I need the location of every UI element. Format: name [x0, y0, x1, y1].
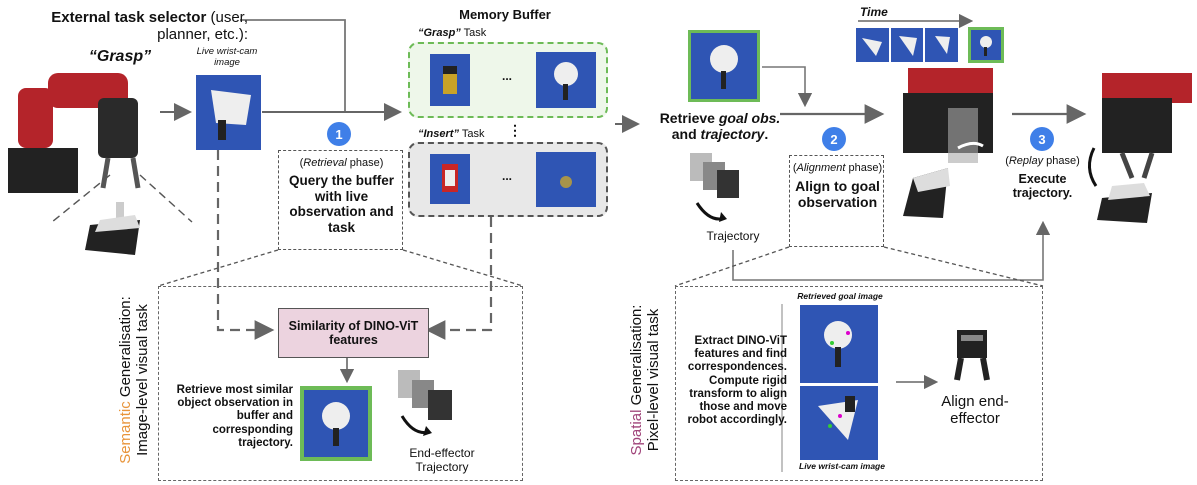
- funnel-line-right-2: [883, 246, 1044, 287]
- retrieval-phase-name: Retrieval: [303, 157, 347, 169]
- alignment-phase-text: Align to goal observation: [795, 178, 880, 211]
- robot-arm-image-1: [8, 68, 168, 198]
- grasp-ellipsis: ...: [502, 69, 513, 83]
- ee-trajectory-label: End-effector Trajectory: [409, 446, 475, 474]
- align-end-effector-label: Align end-effector: [941, 393, 1009, 428]
- insert-task-word: Task: [458, 128, 485, 140]
- retrieval-phase-title: (Retrieval phase): [299, 157, 384, 169]
- dashed-cam-to-similarity: [216, 150, 275, 340]
- alignment-phase-word: phase): [845, 162, 883, 174]
- spatial-text: Extract DINO-ViT features and find corre…: [687, 335, 787, 427]
- time-frame-goal: [968, 27, 1004, 63]
- alignment-phase-box: (Alignment phase) Align to goal observat…: [789, 155, 884, 247]
- semantic-retrieve-text: Retrieve most similar object observation…: [176, 384, 293, 449]
- spatial-title-line1: Spatial Generalisation:: [628, 285, 645, 475]
- retrieve-and: and: [671, 126, 701, 143]
- goal-line: [762, 66, 813, 108]
- semantic-title-line1: Semantic Generalisation:: [117, 285, 134, 475]
- grasp-task-label: “Grasp” Task: [418, 27, 486, 40]
- live-wristcam-label-spatial: Live wrist-cam image: [799, 461, 885, 471]
- replay-phase-name: Replay: [1008, 155, 1044, 167]
- robot-arm-image-2: [888, 68, 1013, 228]
- time-frame-3: [925, 28, 959, 62]
- grasp-image-battery: [430, 54, 470, 106]
- insert-task-label: “Insert” Task: [418, 128, 484, 141]
- retrieve-dot: .: [764, 126, 769, 143]
- insert-ellipsis: ...: [502, 169, 513, 183]
- semantic-colored: Semantic: [117, 401, 134, 464]
- semantic-vertical-title: Semantic Generalisation: Image-level vis…: [117, 285, 152, 475]
- spatial-panel: [675, 286, 1043, 481]
- replay-phase-text: Execute trajectory.: [1012, 172, 1073, 201]
- semantic-rest: Generalisation:: [117, 296, 134, 402]
- retrieval-phase-word: phase): [346, 157, 384, 169]
- step-1-badge: 1: [327, 122, 351, 146]
- insert-label: “Insert”: [418, 128, 459, 140]
- semantic-title-line2: Image-level visual task: [134, 304, 152, 456]
- live-cam-image-spatial: [800, 386, 878, 460]
- trajectory-to-replay-line: [732, 220, 1051, 281]
- trajectory-label: Trajectory: [706, 229, 760, 243]
- time-label: Time: [860, 5, 888, 19]
- selector-task: “Grasp”: [88, 48, 152, 65]
- time-frame-1: [856, 28, 889, 62]
- retrieval-phase-text: Query the buffer with live observation a…: [288, 173, 394, 235]
- retrieval-phase-box: (Retrieval phase) Query the buffer with …: [278, 150, 403, 250]
- insert-image-nut: [536, 152, 596, 207]
- step-3-badge: 3: [1030, 127, 1054, 151]
- brush-image-1: [80, 200, 150, 260]
- step-2-badge: 2: [822, 127, 846, 151]
- ee-trajectory-image: [392, 366, 467, 446]
- insert-task-box: ...: [408, 142, 608, 217]
- selector-title: External task selector: [51, 9, 207, 26]
- funnel-line-left-2: [674, 246, 790, 287]
- grasp-task-box: ...: [408, 42, 608, 118]
- spatial-rest: Generalisation:: [628, 304, 645, 410]
- robot-arm-image-3: [1082, 68, 1197, 228]
- trajectory-gripper-image: [685, 148, 755, 228]
- similarity-text: Similarity of DINO-ViT features: [288, 318, 419, 347]
- funnel-line-right: [402, 249, 524, 287]
- wristcam-image: [196, 75, 261, 150]
- retrieve-goal-text: Retrieve goal obs. and trajectory.: [655, 110, 785, 142]
- alignment-phase-title: (Alignment phase): [792, 162, 883, 174]
- grasp-task-word: Task: [460, 27, 487, 39]
- spatial-vertical-title: Spatial Generalisation: Pixel-level visu…: [628, 285, 663, 475]
- time-frame-2: [890, 28, 924, 62]
- selector-line: [240, 19, 346, 112]
- retrieved-goal-image: [800, 305, 878, 383]
- retrieve-goal: goal obs.: [718, 110, 781, 126]
- goal-obs-image: [688, 30, 760, 102]
- retrieve-prefix: Retrieve: [659, 110, 719, 126]
- end-effector-image: [945, 325, 1005, 385]
- time-frames: [856, 28, 959, 62]
- spatial-title-line2: Pixel-level visual task: [645, 308, 663, 452]
- alignment-phase-name: Alignment: [796, 162, 846, 174]
- task-selector-text: External task selector (user, planner, e…: [8, 9, 248, 44]
- spatial-colored: Spatial: [628, 409, 645, 456]
- dashed-memory-to-similarity: [425, 217, 493, 340]
- retrieved-goal-label: Retrieved goal image: [797, 291, 883, 301]
- semantic-retrieved-image: [300, 386, 372, 461]
- wristcam-label: Live wrist-cam image: [196, 46, 258, 68]
- grasp-image-hook: [536, 52, 596, 108]
- selector-paren: (user, planner, etc.):: [157, 9, 248, 44]
- semantic-panel: [158, 286, 523, 481]
- replay-phase-title: (Replay phase): [1005, 155, 1080, 167]
- replay-phase-word: phase): [1043, 155, 1080, 167]
- retrieve-traj: trajectory: [700, 126, 765, 143]
- similarity-box: Similarity of DINO-ViT features: [278, 308, 429, 358]
- memory-vdots: ⋮: [508, 122, 522, 138]
- insert-image-battery: [430, 154, 470, 204]
- grasp-label: “Grasp”: [418, 27, 461, 39]
- memory-buffer-title: Memory Buffer: [459, 7, 551, 22]
- gripper-dash-right: [139, 174, 193, 223]
